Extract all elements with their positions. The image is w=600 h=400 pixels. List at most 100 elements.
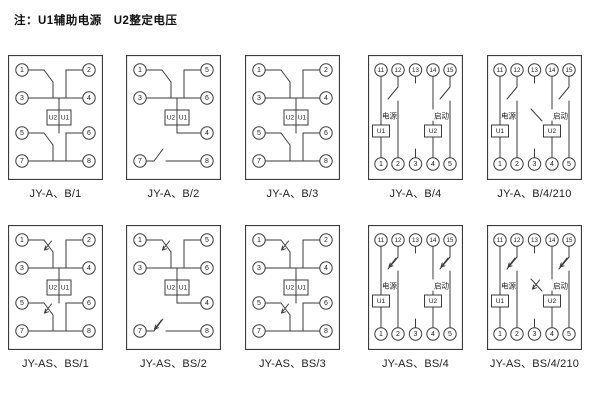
diagram-label: JY-AS、BS/4 <box>381 358 449 370</box>
svg-text:1: 1 <box>498 161 502 168</box>
svg-text:8: 8 <box>205 328 209 335</box>
svg-text:U1: U1 <box>377 298 386 305</box>
svg-text:1: 1 <box>20 67 24 74</box>
svg-text:8: 8 <box>324 158 328 165</box>
svg-text:U2: U2 <box>49 284 58 291</box>
svg-text:1: 1 <box>379 161 383 168</box>
svg-text:4: 4 <box>87 95 91 102</box>
svg-text:1: 1 <box>257 67 261 74</box>
diagram-label: JY-AS、BS/2 <box>139 358 207 370</box>
svg-text:5: 5 <box>567 161 571 168</box>
svg-text:8: 8 <box>324 328 328 335</box>
svg-text:启动: 启动 <box>434 111 449 121</box>
svg-text:11: 11 <box>497 67 504 74</box>
svg-text:U2: U2 <box>49 114 58 121</box>
svg-text:U1: U1 <box>298 284 307 291</box>
svg-text:14: 14 <box>549 67 556 74</box>
svg-text:2: 2 <box>515 161 519 168</box>
svg-text:14: 14 <box>430 237 437 244</box>
svg-text:4: 4 <box>431 161 435 168</box>
svg-text:3: 3 <box>20 95 24 102</box>
svg-text:启动: 启动 <box>553 281 568 291</box>
svg-text:5: 5 <box>567 331 571 338</box>
svg-text:U2: U2 <box>286 284 295 291</box>
svg-text:2: 2 <box>396 331 400 338</box>
svg-text:电源: 电源 <box>382 281 397 291</box>
svg-text:U1: U1 <box>61 284 70 291</box>
svg-text:7: 7 <box>20 328 24 335</box>
svg-text:8: 8 <box>205 158 209 165</box>
svg-text:13: 13 <box>412 67 419 74</box>
svg-text:12: 12 <box>514 67 521 74</box>
svg-text:启动: 启动 <box>434 281 449 291</box>
svg-text:U1: U1 <box>179 114 188 121</box>
svg-text:8: 8 <box>87 158 91 165</box>
svg-text:6: 6 <box>205 95 209 102</box>
svg-text:7: 7 <box>138 328 142 335</box>
svg-text:1: 1 <box>138 237 142 244</box>
svg-text:U2: U2 <box>167 114 176 121</box>
svg-text:5: 5 <box>257 130 261 137</box>
svg-text:13: 13 <box>531 67 538 74</box>
svg-text:15: 15 <box>447 67 454 74</box>
svg-text:1: 1 <box>20 237 24 244</box>
svg-text:U2: U2 <box>286 114 295 121</box>
svg-text:7: 7 <box>257 158 261 165</box>
svg-text:8: 8 <box>87 328 91 335</box>
diagram-label: JY-AS、BS/3 <box>258 358 326 370</box>
svg-text:11: 11 <box>378 237 385 244</box>
svg-text:4: 4 <box>324 95 328 102</box>
svg-text:4: 4 <box>205 300 209 307</box>
svg-text:3: 3 <box>138 95 142 102</box>
svg-text:6: 6 <box>205 265 209 272</box>
svg-text:4: 4 <box>550 331 554 338</box>
svg-text:U2: U2 <box>167 284 176 291</box>
svg-text:6: 6 <box>324 130 328 137</box>
svg-text:5: 5 <box>205 67 209 74</box>
svg-text:U1: U1 <box>377 128 386 135</box>
svg-text:U2: U2 <box>548 298 557 305</box>
svg-text:2: 2 <box>396 161 400 168</box>
svg-text:启动: 启动 <box>553 111 568 121</box>
diagram-label: JY-A、B/4 <box>389 188 442 200</box>
svg-text:3: 3 <box>414 161 418 168</box>
svg-text:5: 5 <box>20 130 24 137</box>
diagram-label: JY-A、B/3 <box>266 188 319 200</box>
svg-text:7: 7 <box>138 158 142 165</box>
svg-text:3: 3 <box>533 331 537 338</box>
svg-text:5: 5 <box>448 161 452 168</box>
svg-text:3: 3 <box>20 265 24 272</box>
svg-text:电源: 电源 <box>382 111 397 121</box>
svg-text:2: 2 <box>87 237 91 244</box>
svg-text:7: 7 <box>257 328 261 335</box>
svg-text:U2: U2 <box>548 128 557 135</box>
svg-text:2: 2 <box>324 237 328 244</box>
svg-text:1: 1 <box>138 67 142 74</box>
diagram-label: JY-AS、BS/4/210 <box>489 358 580 370</box>
svg-text:15: 15 <box>566 237 573 244</box>
svg-text:2: 2 <box>324 67 328 74</box>
svg-text:14: 14 <box>430 67 437 74</box>
diagram-label: JY-AS、BS/1 <box>21 358 89 370</box>
svg-text:U2: U2 <box>429 128 438 135</box>
svg-text:14: 14 <box>549 237 556 244</box>
diagram-label: JY-A、B/1 <box>29 188 82 200</box>
svg-text:12: 12 <box>395 67 402 74</box>
